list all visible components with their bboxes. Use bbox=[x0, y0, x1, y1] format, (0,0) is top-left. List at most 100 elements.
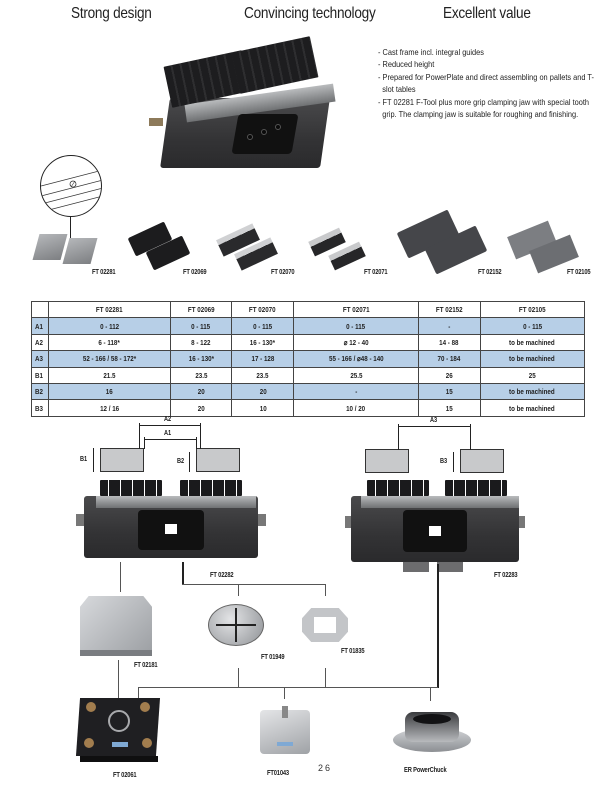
table-cell: 16 bbox=[48, 382, 171, 401]
table-cell: 0 - 112 bbox=[48, 317, 171, 335]
table-row: A1 0 - 112 0 - 115 0 - 115 0 - 115 - 0 -… bbox=[31, 317, 585, 335]
table-cell: 15 bbox=[417, 399, 481, 417]
jaw-image-ft02281 bbox=[32, 228, 98, 264]
table-row: B2 16 20 20 - 15 to be machined bbox=[31, 382, 585, 401]
table-cell: 8 - 122 bbox=[169, 333, 233, 352]
hero-vise-image bbox=[145, 36, 345, 176]
table-row: A2 6 - 118* 8 - 122 16 - 130* ⌀ 12 - 40 … bbox=[31, 333, 585, 352]
table-cell: 20 bbox=[231, 382, 295, 401]
table-cell: to be machined bbox=[479, 333, 585, 352]
table-cell: 10 / 20 bbox=[293, 399, 419, 417]
plate-image-ft02181 bbox=[76, 592, 156, 658]
row-header: A2 bbox=[31, 333, 49, 352]
b1-dimension-line bbox=[93, 448, 94, 472]
jaw-profile-right bbox=[196, 448, 240, 472]
vise-image-ft02282 bbox=[76, 478, 266, 560]
column-header: FT 02105 bbox=[479, 300, 585, 319]
column-header: FT 02069 bbox=[169, 300, 233, 319]
connector-line bbox=[182, 562, 184, 584]
feature-list: Cast frame incl. integral guides Reduced… bbox=[378, 46, 608, 120]
table-cell: - bbox=[293, 382, 419, 401]
connector-line bbox=[284, 687, 285, 699]
table-cell: 0 - 115 bbox=[479, 317, 585, 335]
vise-caption-ft02283: FT 02283 bbox=[494, 570, 518, 579]
heading-excellent-value: Excellent value bbox=[443, 5, 531, 22]
jaw-profile-left bbox=[100, 448, 144, 472]
table-cell: 14 - 88 bbox=[417, 333, 481, 352]
table-cell: 12 / 16 bbox=[48, 399, 171, 417]
connector-line bbox=[437, 564, 439, 688]
table-cell: 6 - 118* bbox=[48, 333, 171, 352]
b3-label: B3 bbox=[440, 458, 448, 465]
chuck-image-ft01043 bbox=[260, 706, 310, 756]
jaw-caption: FT 02071 bbox=[364, 267, 388, 276]
table-cell: 20 bbox=[169, 399, 233, 417]
column-header: FT 02071 bbox=[293, 300, 419, 319]
column-header: FT 02152 bbox=[417, 300, 481, 319]
connector-line bbox=[238, 668, 239, 688]
b1-label: B1 bbox=[80, 456, 88, 463]
table-cell: 23.5 bbox=[231, 366, 295, 384]
table-cell: 21.5 bbox=[48, 366, 171, 384]
table-corner-cell bbox=[31, 300, 49, 319]
table-cell: 25.5 bbox=[293, 366, 419, 384]
row-header: A1 bbox=[31, 317, 49, 335]
b2-label: B2 bbox=[177, 458, 185, 465]
jaw-caption: FT 02152 bbox=[478, 267, 502, 276]
table-cell: 25 bbox=[479, 366, 585, 384]
caption-ft01043: FT01043 bbox=[267, 768, 289, 777]
caption-ft02181: FT 02181 bbox=[134, 660, 158, 669]
connector-line bbox=[325, 668, 326, 688]
table-cell: 23.5 bbox=[169, 366, 233, 384]
vise-caption-ft02282: FT 02282 bbox=[210, 570, 234, 579]
jaw-caption: FT 02069 bbox=[183, 267, 207, 276]
a1-label: A1 bbox=[164, 430, 172, 437]
table-cell: 20 bbox=[169, 382, 233, 401]
row-header: B2 bbox=[31, 382, 49, 401]
a1-dimension-line bbox=[144, 439, 196, 440]
jaw-image-ft02152 bbox=[396, 209, 490, 275]
b2-dimension-line bbox=[189, 452, 190, 472]
jaw-image-ft02105 bbox=[507, 220, 584, 274]
connector-line bbox=[238, 584, 239, 596]
tooth-grip-detail-magnifier bbox=[40, 155, 102, 217]
connector-line bbox=[430, 687, 431, 701]
feature-item: Reduced height bbox=[378, 58, 602, 70]
feature-item: FT 02281 F-Tool plus more grip clamping … bbox=[378, 96, 602, 121]
connector-line bbox=[138, 687, 139, 699]
table-cell: 26 bbox=[417, 366, 481, 384]
er-powerchuck-image bbox=[393, 708, 471, 756]
column-header: FT 02281 bbox=[48, 300, 171, 319]
table-cell: - bbox=[417, 317, 481, 335]
connector-line bbox=[325, 584, 326, 596]
table-cell: 16 - 130* bbox=[231, 333, 295, 352]
round-plate-image-ft01949 bbox=[208, 600, 264, 650]
adapter-frame-image-ft01835 bbox=[302, 608, 348, 642]
page-number: 26 bbox=[318, 763, 333, 773]
table-header-row: FT 02281 FT 02069 FT 02070 FT 02071 FT 0… bbox=[31, 300, 585, 319]
table-cell: 55 - 166 / ⌀48 - 140 bbox=[293, 350, 419, 368]
table-cell: 0 - 115 bbox=[169, 317, 233, 335]
table-row: A3 52 - 166 / 58 - 172* 16 - 130* 17 - 1… bbox=[31, 350, 585, 368]
vise-image-ft02283 bbox=[345, 478, 525, 574]
caption-er-powerchuck: ER PowerChuck bbox=[404, 765, 447, 774]
connector-line bbox=[120, 562, 121, 592]
table-cell: 16 - 130* bbox=[169, 350, 233, 368]
feature-item: Prepared for PowerPlate and direct assem… bbox=[378, 71, 602, 96]
table-cell: 0 - 115 bbox=[293, 317, 419, 335]
caption-ft01949: FT 01949 bbox=[261, 652, 285, 661]
magnifier-leader-line bbox=[70, 216, 71, 242]
connector-line bbox=[182, 584, 276, 585]
table-row: B1 21.5 23.5 23.5 25.5 26 25 bbox=[31, 366, 585, 384]
table-cell: 52 - 166 / 58 - 172* bbox=[48, 350, 171, 368]
table-row: B3 12 / 16 20 10 10 / 20 15 to be machin… bbox=[31, 399, 585, 417]
row-header: A3 bbox=[31, 350, 49, 368]
row-header: B1 bbox=[31, 366, 49, 384]
a3-dimension-line bbox=[398, 426, 470, 427]
b3-dimension-line bbox=[453, 452, 454, 472]
heading-convincing-technology: Convincing technology bbox=[244, 5, 376, 22]
connector-line bbox=[138, 687, 438, 688]
connector-line bbox=[118, 660, 119, 700]
caption-ft02061: FT 02061 bbox=[113, 770, 137, 779]
jaw-image-ft02071 bbox=[308, 227, 370, 271]
